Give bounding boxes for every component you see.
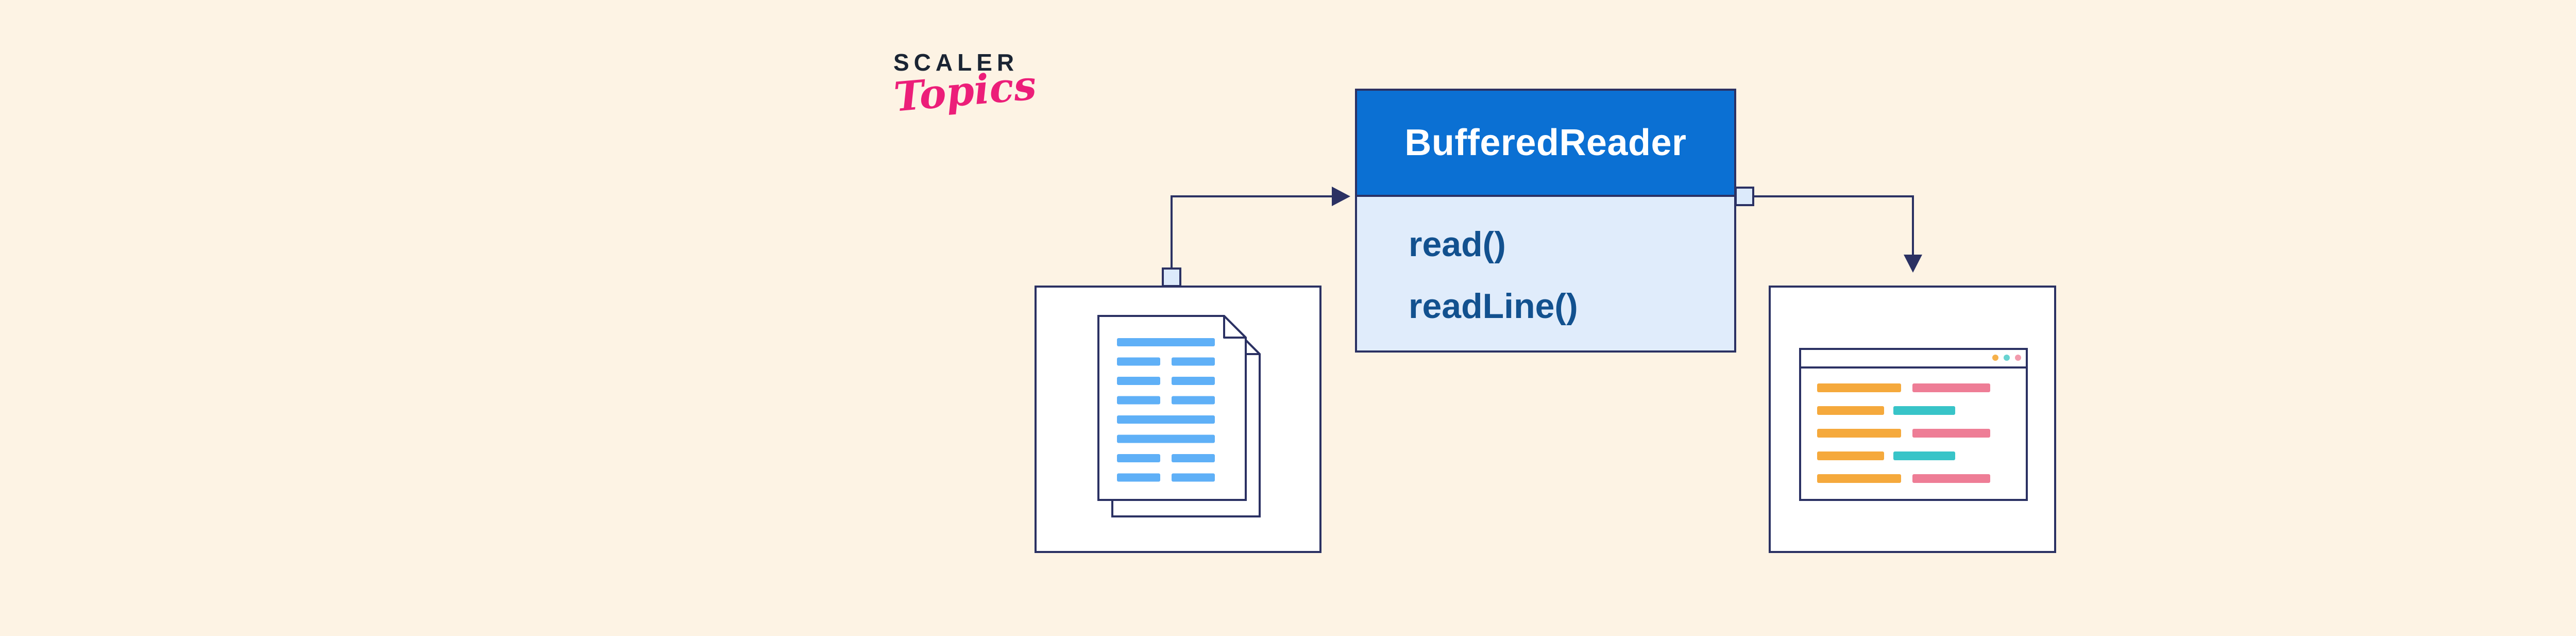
document-text-lines (1117, 338, 1215, 482)
text-line-bar (1117, 396, 1160, 405)
input-arrowhead-icon (1332, 187, 1350, 206)
code-line-bar (1817, 451, 1884, 460)
text-line-bar (1172, 473, 1215, 482)
window-dot-icon (1992, 355, 1998, 361)
output-arrow (1754, 195, 1922, 273)
window-dot-icon (2004, 355, 2010, 361)
text-line-bar (1117, 454, 1160, 462)
code-line-bar (1817, 406, 1884, 415)
method-readline: readLine() (1409, 287, 1578, 326)
document-back-page-fold (1237, 331, 1261, 355)
text-line-bar (1117, 357, 1160, 366)
browser-window-frame (1799, 348, 2028, 501)
text-line-bar (1117, 338, 1215, 346)
console-code-lines (1817, 383, 1990, 483)
class-header: BufferedReader (1357, 91, 1734, 197)
window-dot-icon (2015, 355, 2021, 361)
document-back-page (1111, 331, 1261, 517)
output-arrow-line (1754, 195, 1914, 256)
code-line-bar (1912, 474, 1990, 483)
code-line-bar (1817, 429, 1901, 438)
text-line-bar (1172, 454, 1215, 462)
code-line-bar (1817, 383, 1901, 392)
text-line-bar (1117, 377, 1160, 385)
logo-brand-text: SCALER (893, 49, 1019, 76)
input-file-panel (1035, 286, 1321, 553)
document-page-fold-icon (1223, 315, 1247, 339)
code-line-bar (1912, 383, 1990, 392)
browser-window-icon (1799, 348, 2028, 501)
input-arrow-line (1171, 195, 1334, 270)
output-arrowhead-icon (1904, 255, 1922, 273)
code-line-bar (1912, 429, 1990, 438)
document-front-page (1097, 315, 1247, 501)
output-console-panel (1769, 286, 2056, 553)
code-line-bar (1817, 474, 1901, 483)
code-line-bar (1893, 406, 1955, 415)
bufferedreader-class-box: BufferedReader read() readLine() (1355, 89, 1736, 353)
text-line-bar (1172, 377, 1215, 385)
text-line-bar (1172, 396, 1215, 405)
text-line-bar (1117, 415, 1215, 424)
code-line-bar (1893, 451, 1955, 460)
input-arrow (1171, 187, 1350, 270)
scaler-topics-logo: SCALER Topics (892, 49, 1038, 121)
document-pages-icon (1097, 315, 1261, 517)
file-connector-square (1162, 267, 1181, 287)
class-connector-square (1735, 187, 1754, 206)
method-read: read() (1409, 225, 1506, 264)
text-line-bar (1117, 473, 1160, 482)
class-title: BufferedReader (1404, 122, 1687, 163)
text-line-bar (1117, 434, 1215, 443)
class-methods-section: read() readLine() (1357, 197, 1734, 350)
logo-script-text: Topics (892, 61, 1039, 121)
text-line-bar (1172, 357, 1215, 366)
